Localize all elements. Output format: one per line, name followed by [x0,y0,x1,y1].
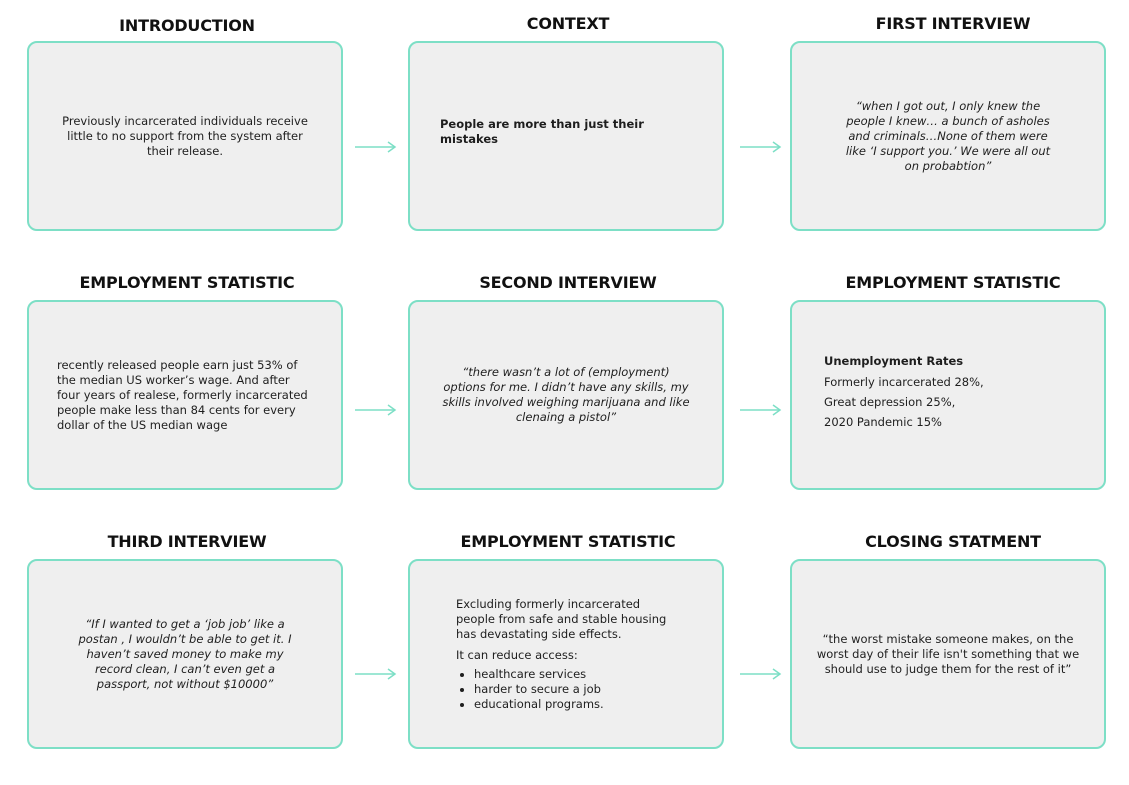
arrow-right-icon [355,404,397,416]
arrow-right-icon [740,141,782,153]
access-bullet-list: healthcare services harder to secure a j… [456,667,676,712]
closing-statement-card: “the worst mistake someone makes, on the… [790,559,1106,749]
first-interview-quote: “when I got out, I only knew the people … [845,98,1051,173]
rate-line-3: 2020 Pandemic 15% [824,415,942,429]
housing-intro-text: Excluding formerly incarcerated people f… [456,596,667,641]
second-interview-title: SECOND INTERVIEW [479,273,657,292]
unemployment-rates-heading: Unemployment Rates [824,354,964,368]
introduction-card: Previously incarcerated individuals rece… [27,41,343,231]
employment-statistic-title-2: EMPLOYMENT STATISTIC [845,273,1061,292]
bullet-item: educational programs. [474,697,676,712]
context-title: CONTEXT [526,14,610,33]
arrow-right-icon [740,668,782,680]
employment-statistic-card-1: recently released people earn just 53% o… [27,300,343,490]
rate-line-2: Great depression 25%, [824,395,956,409]
closing-statement-quote: “the worst mistake someone makes, on the… [816,631,1080,676]
arrow-right-icon [740,404,782,416]
employment-statistic-card-3: Excluding formerly incarcerated people f… [408,559,724,749]
introduction-title: INTRODUCTION [119,16,255,35]
first-interview-card: “when I got out, I only knew the people … [790,41,1106,231]
reduce-access-text: It can reduce access: [456,647,578,662]
employment-statistic-title-1: EMPLOYMENT STATISTIC [79,273,295,292]
rate-line-1: Formerly incarcerated 28%, [824,375,984,389]
bullet-item: healthcare services [474,667,676,682]
arrow-right-icon [355,141,397,153]
arrow-right-icon [355,668,397,680]
introduction-text: Previously incarcerated individuals rece… [62,113,308,158]
bullet-item: harder to secure a job [474,682,676,697]
closing-statement-title: CLOSING STATMENT [865,532,1041,551]
third-interview-quote: “If I wanted to get a ‘job job’ like a p… [78,616,292,691]
employment-statistic-text-1: recently released people earn just 53% o… [57,357,308,432]
first-interview-title: FIRST INTERVIEW [875,14,1031,33]
employment-statistic-title-3: EMPLOYMENT STATISTIC [460,532,676,551]
context-text: People are more than just their mistakes [440,117,644,146]
third-interview-card: “If I wanted to get a ‘job job’ like a p… [27,559,343,749]
second-interview-quote: “there wasn’t a lot of (employment) opti… [442,365,690,424]
third-interview-title: THIRD INTERVIEW [107,532,267,551]
context-card: People are more than just their mistakes [408,41,724,231]
second-interview-card: “there wasn’t a lot of (employment) opti… [408,300,724,490]
employment-statistic-card-2: Unemployment Rates Formerly incarcerated… [790,300,1106,490]
